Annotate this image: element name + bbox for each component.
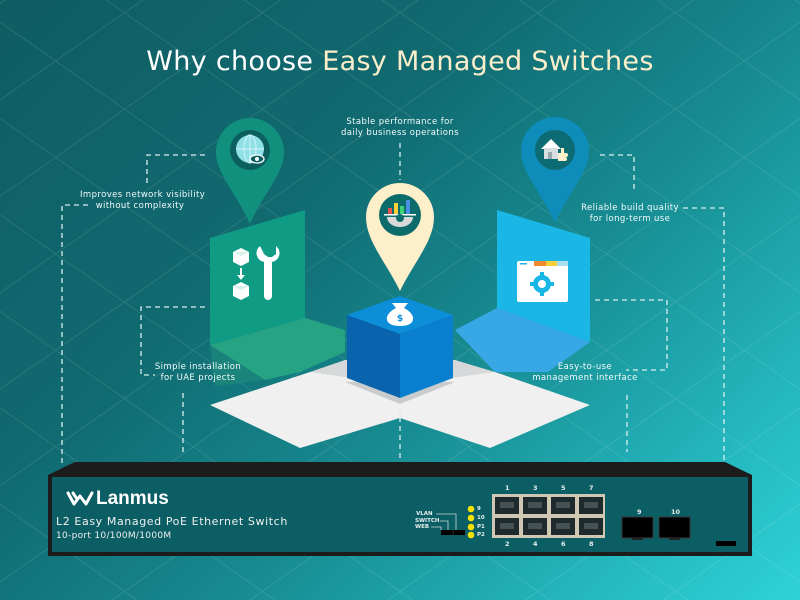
connector-lines: [61, 143, 725, 465]
feature-installation-label: Simple installation for UAE projects: [148, 362, 248, 384]
visibility-pin: [216, 118, 284, 224]
feature-reliability-label: Reliable build quality for long-term use: [575, 203, 685, 225]
sfp-ports: [621, 516, 691, 540]
feature-line-2: daily business operations: [340, 128, 460, 138]
title-prefix: Why choose: [146, 46, 323, 77]
feature-line-1: Reliable build quality: [581, 203, 679, 213]
reset-button[interactable]: [716, 541, 736, 546]
management-panel: [455, 210, 590, 372]
performance-pin: [366, 183, 434, 291]
web-label: WEB: [415, 524, 430, 530]
port-number: 3: [533, 484, 538, 492]
port-number: 5: [561, 484, 566, 492]
browser-gear-icon: [517, 261, 568, 302]
money-bag-dollar-icon: $: [386, 303, 414, 326]
port-number: 6: [561, 540, 566, 548]
feature-visibility-label: Improves network visibility without comp…: [80, 190, 206, 212]
boxes-wrench-icon: [233, 246, 280, 300]
port-number: 4: [533, 540, 538, 548]
installation-panel: [210, 210, 345, 386]
feature-line-2: for long-term use: [589, 214, 671, 224]
feature-line-1: Easy-to-use: [557, 362, 613, 372]
switch-spec: 10-port 10/100M/1000M: [56, 531, 172, 541]
lanmus-logo-icon: [66, 491, 94, 506]
money-cube: $: [347, 296, 453, 398]
title-highlight: Easy Managed Switches: [322, 46, 654, 77]
house-thumbsup-icon: [541, 139, 568, 161]
feature-line-2: management interface: [532, 373, 638, 383]
sfp-number: 9: [637, 508, 642, 516]
feature-line-1: Stable performance for: [346, 117, 454, 127]
status-leds: [467, 505, 475, 539]
feature-management-label: Easy-to-use management interface: [530, 362, 640, 384]
reliability-pin: [521, 117, 589, 223]
led-label-9: 9: [477, 506, 481, 512]
feature-line-2: for UAE projects: [160, 373, 236, 383]
port-number: 2: [505, 540, 510, 548]
port-number: 1: [505, 484, 510, 492]
switch-model: L2 Easy Managed PoE Ethernet Switch: [56, 515, 288, 528]
led-label-p2: P2: [477, 532, 485, 538]
chart-gear-icon: [384, 200, 416, 227]
port-number: 8: [589, 540, 594, 548]
svg-text:$: $: [397, 314, 403, 324]
port-number: 7: [589, 484, 594, 492]
rj45-port-block: [492, 494, 605, 538]
feature-performance-label: Stable performance for daily business op…: [330, 117, 470, 139]
feature-line-2: without complexity: [95, 201, 185, 211]
feature-line-1: Simple installation: [154, 362, 242, 372]
vlan-label: VLAN: [416, 511, 433, 517]
led-label-10: 10: [477, 515, 485, 521]
feature-line-1: Improves network visibility: [80, 190, 206, 200]
brand-name: Lanmus: [96, 488, 169, 509]
globe-eye-icon: [236, 134, 265, 164]
page-title: Why choose Easy Managed Switches: [0, 46, 800, 77]
button-leader-lines: [431, 513, 457, 530]
switch-label: SWITCH: [415, 518, 440, 524]
led-label-p1: P1: [477, 524, 485, 530]
sfp-number: 10: [671, 508, 681, 516]
